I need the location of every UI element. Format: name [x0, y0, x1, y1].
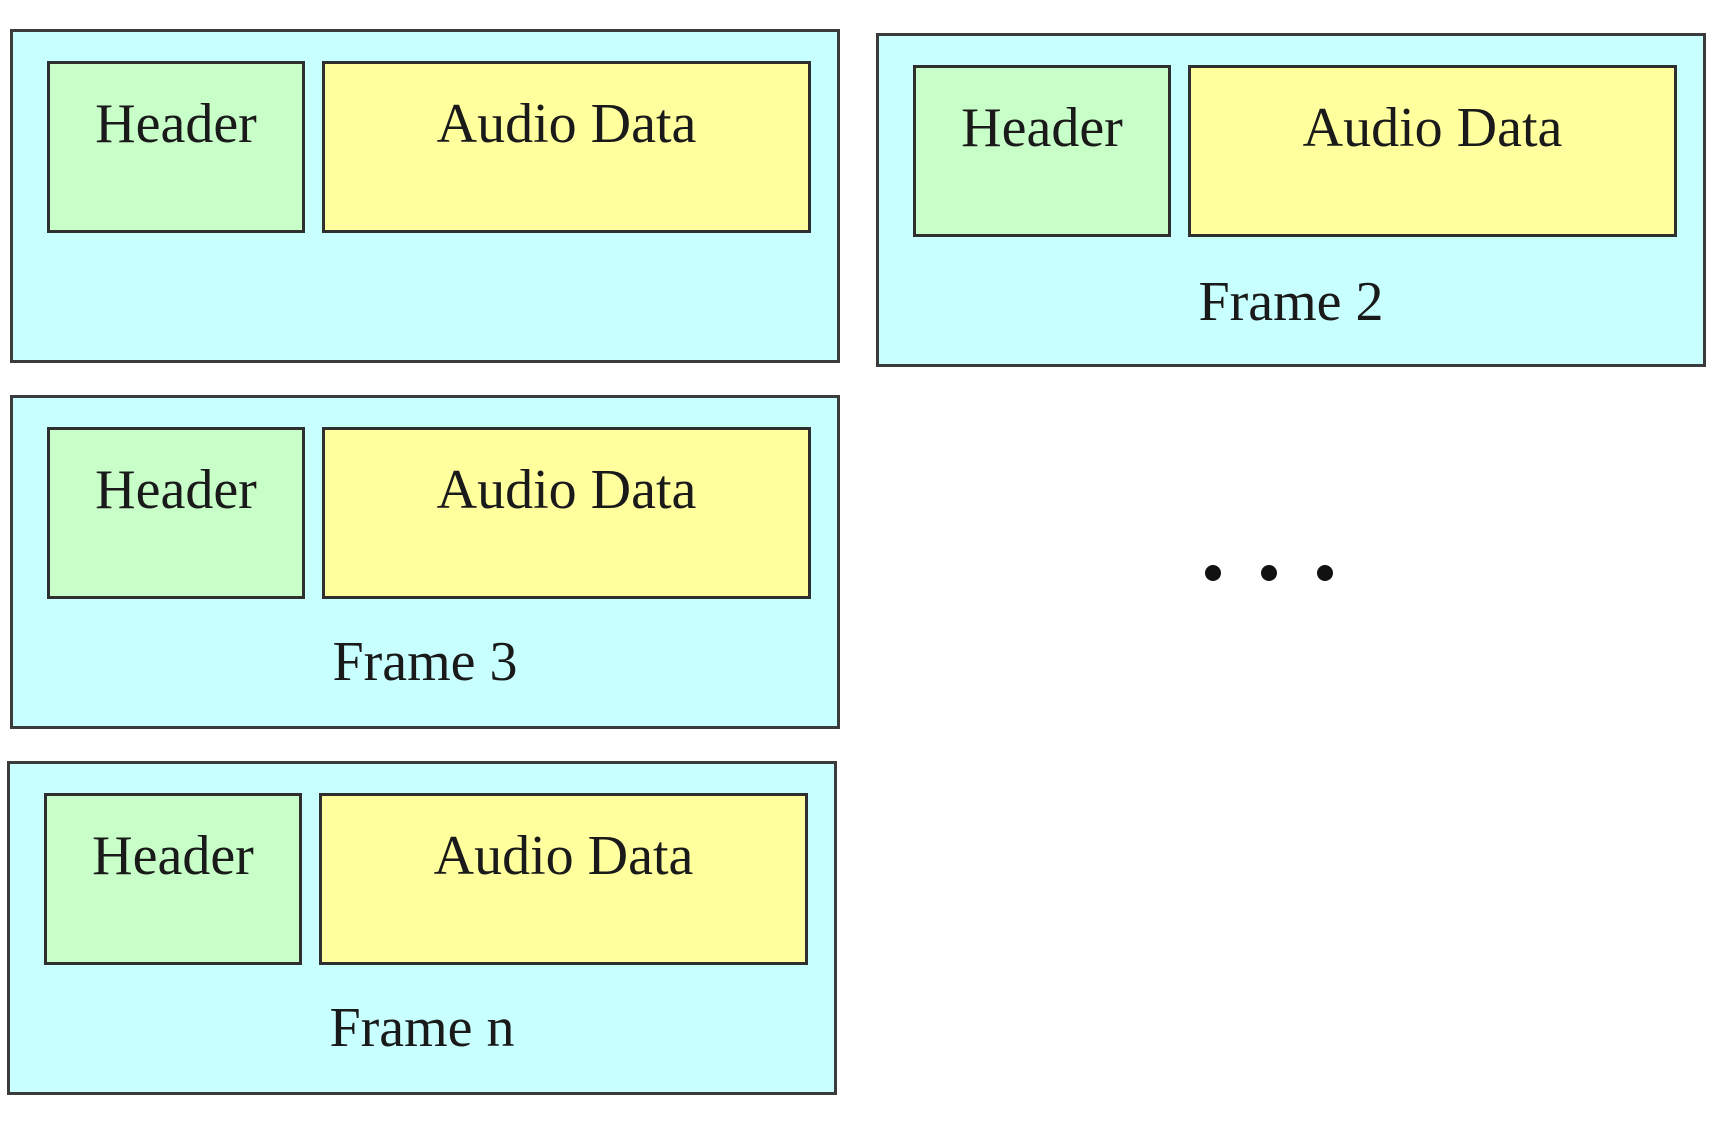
frame-2-audio-data: Audio Data — [1188, 65, 1677, 237]
ellipsis-dot — [1317, 565, 1333, 581]
frame-n-header: Header — [44, 793, 302, 965]
frame-n-label: Frame n — [329, 997, 515, 1059]
frame-3-audio-data: Audio Data — [322, 427, 811, 599]
frame-3-label: Frame 3 — [332, 631, 518, 693]
frame-3-header: Header — [47, 427, 305, 599]
frame-2-header: Header — [913, 65, 1171, 237]
frame-2-label: Frame 2 — [1198, 271, 1384, 333]
frame-2: Header Audio Data Frame 2 — [876, 33, 1706, 367]
frame-n: Header Audio Data Frame n — [7, 761, 837, 1095]
ellipsis-dot — [1261, 565, 1277, 581]
frame-1: Header Audio Data — [10, 29, 840, 363]
ellipsis-icon — [1205, 565, 1355, 581]
ellipsis-dot — [1205, 565, 1221, 581]
frame-1-audio-data: Audio Data — [322, 61, 811, 233]
frame-1-header: Header — [47, 61, 305, 233]
frame-3: Header Audio Data Frame 3 — [10, 395, 840, 729]
frame-n-audio-data: Audio Data — [319, 793, 808, 965]
